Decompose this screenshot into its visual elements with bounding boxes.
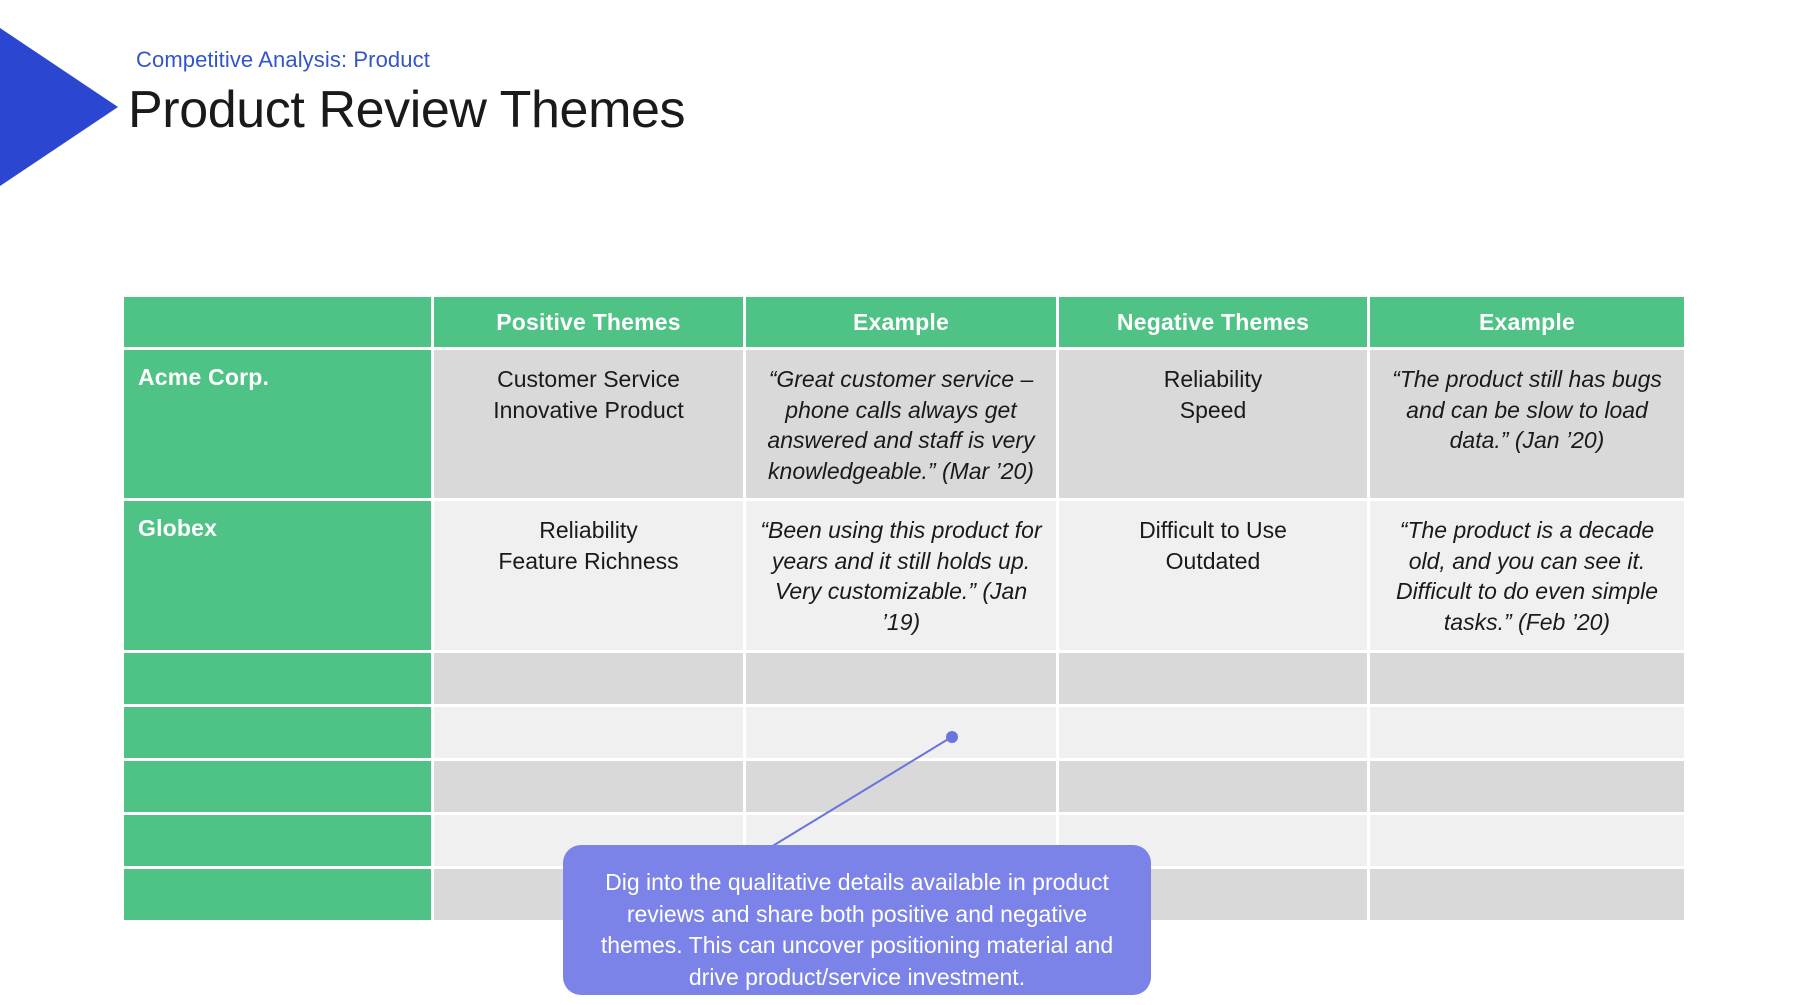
cell-positive-themes bbox=[434, 652, 746, 707]
row-label-empty bbox=[124, 706, 434, 761]
row-label-empty bbox=[124, 868, 434, 923]
slide-eyebrow-label: Competitive Analysis: Product bbox=[136, 47, 430, 72]
column-header-positive-example: Example bbox=[746, 297, 1059, 350]
column-header-company bbox=[124, 297, 434, 350]
table-header: Positive Themes Example Negative Themes … bbox=[124, 297, 1684, 350]
cell-negative-example bbox=[1370, 814, 1684, 869]
cell-positive-themes bbox=[434, 706, 746, 761]
cell-positive-example: “Been using this product for years and i… bbox=[746, 501, 1059, 653]
review-themes-table-wrapper: Positive Themes Example Negative Themes … bbox=[124, 297, 1684, 923]
column-header-negative-example: Example bbox=[1370, 297, 1684, 350]
pennant-arrow-icon bbox=[0, 28, 118, 186]
table-header-row: Positive Themes Example Negative Themes … bbox=[124, 297, 1684, 350]
insight-callout: Dig into the qualitative details availab… bbox=[563, 845, 1151, 995]
row-label-company: Acme Corp. bbox=[124, 350, 434, 502]
row-label-company: Globex bbox=[124, 501, 434, 653]
cell-negative-example bbox=[1370, 868, 1684, 923]
cell-negative-example bbox=[1370, 706, 1684, 761]
column-header-positive-themes: Positive Themes bbox=[434, 297, 746, 350]
row-label-empty bbox=[124, 760, 434, 815]
cell-negative-themes bbox=[1059, 760, 1370, 815]
cell-negative-example: “The product still has bugs and can be s… bbox=[1370, 350, 1684, 502]
cell-negative-example bbox=[1370, 652, 1684, 707]
row-label-empty bbox=[124, 652, 434, 707]
page-title: Product Review Themes bbox=[128, 81, 686, 139]
cell-positive-example bbox=[746, 706, 1059, 761]
cell-positive-example bbox=[746, 652, 1059, 707]
cell-negative-example: “The product is a decade old, and you ca… bbox=[1370, 501, 1684, 653]
table-row bbox=[124, 652, 1684, 707]
review-themes-table: Positive Themes Example Negative Themes … bbox=[124, 297, 1684, 923]
table-row bbox=[124, 706, 1684, 761]
row-label-empty bbox=[124, 814, 434, 869]
cell-negative-themes bbox=[1059, 706, 1370, 761]
cell-negative-example bbox=[1370, 760, 1684, 815]
insight-callout-text: Dig into the qualitative details availab… bbox=[600, 869, 1114, 991]
cell-positive-example bbox=[746, 760, 1059, 815]
cell-positive-example: “Great customer service – phone calls al… bbox=[746, 350, 1059, 502]
cell-positive-themes bbox=[434, 760, 746, 815]
table-row bbox=[124, 760, 1684, 815]
cell-negative-themes bbox=[1059, 652, 1370, 707]
column-header-negative-themes: Negative Themes bbox=[1059, 297, 1370, 350]
